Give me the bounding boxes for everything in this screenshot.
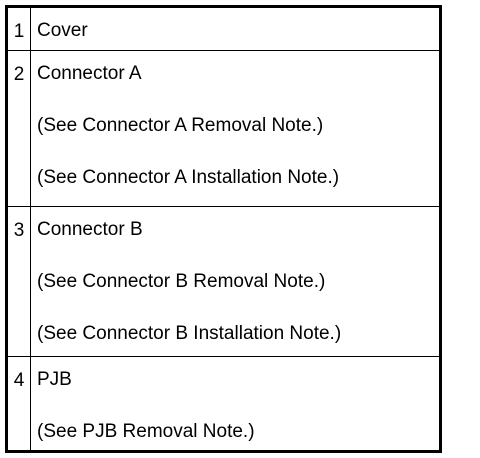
row-number-cell: 1 — [6, 6, 31, 51]
row-number-cell: 2 — [6, 50, 31, 207]
removal-note-reference: (See Connector A Removal Note.) — [37, 115, 324, 136]
installation-note-reference: (See Connector A Installation Note.) — [37, 167, 340, 188]
row-content-cell: Cover — [30, 6, 441, 51]
table-row-2: 2 Connector A (See Connector A Removal N… — [6, 50, 441, 207]
part-name-cover: Cover — [37, 20, 88, 41]
row-number: 2 — [13, 64, 25, 85]
removal-note-reference: (See Connector B Removal Note.) — [37, 271, 326, 292]
row-number: 1 — [13, 21, 25, 42]
part-name-connector-b: Connector B — [37, 219, 143, 240]
row-number-cell: 4 — [6, 356, 31, 452]
parts-table: 1 Cover 2 Connector A (See Connector A R… — [5, 5, 442, 453]
part-name-connector-a: Connector A — [37, 63, 142, 84]
removal-note-reference: (See PJB Removal Note.) — [37, 421, 255, 442]
part-name-pjb: PJB — [37, 369, 72, 390]
table-row-3: 3 Connector B (See Connector B Removal N… — [6, 206, 441, 357]
row-number: 4 — [13, 370, 25, 391]
installation-note-reference: (See Connector B Installation Note.) — [37, 323, 342, 344]
table-row-1: 1 Cover — [6, 6, 441, 51]
row-content-cell: Connector B (See Connector B Removal Not… — [30, 206, 441, 357]
table-row-4: 4 PJB (See PJB Removal Note.) — [6, 356, 441, 452]
row-content-cell: Connector A (See Connector A Removal Not… — [30, 50, 441, 207]
row-number-cell: 3 — [6, 206, 31, 357]
row-number: 3 — [13, 220, 25, 241]
row-content-cell: PJB (See PJB Removal Note.) — [30, 356, 441, 452]
